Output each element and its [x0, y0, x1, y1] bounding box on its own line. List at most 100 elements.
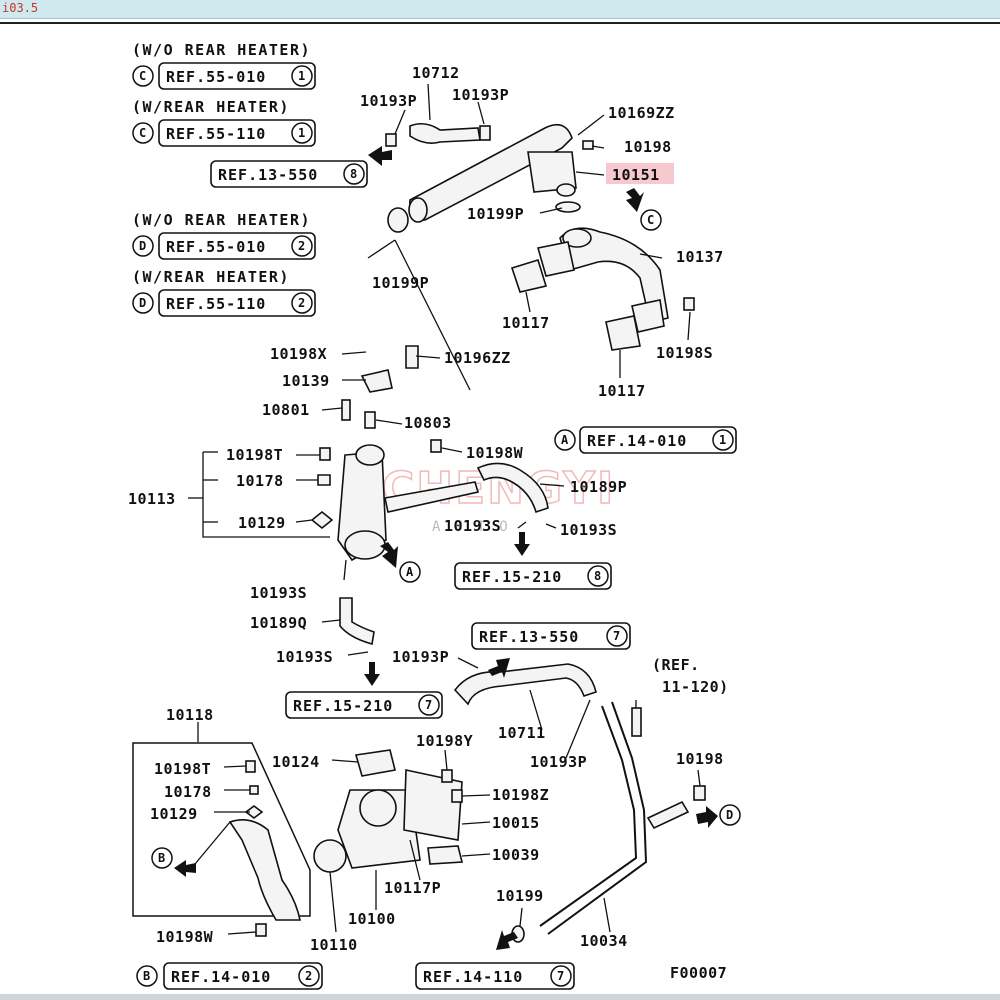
part-label[interactable]: 10196ZZ — [444, 349, 511, 367]
part-label[interactable]: 10118 — [166, 706, 214, 724]
ref-box-55-010-2[interactable]: D REF.55-010 2 — [132, 232, 316, 260]
pump-10100-drawing — [313, 749, 464, 873]
svg-text:D: D — [726, 808, 733, 822]
callout-c[interactable]: C — [640, 209, 662, 231]
part-label[interactable]: 10803 — [404, 414, 452, 432]
part-label[interactable]: 10178 — [236, 472, 284, 490]
callout-b[interactable]: B — [151, 847, 173, 869]
arrow-right-icon — [626, 188, 644, 212]
ref-box-14-110-7[interactable]: REF.14-110 7 — [415, 962, 575, 990]
part-label[interactable]: 10039 — [492, 846, 540, 864]
part-label[interactable]: 10198W — [156, 928, 214, 946]
ref-note-line2: 11-120) — [662, 678, 729, 696]
part-label[interactable]: 10801 — [262, 401, 310, 419]
arrow-down-icon — [364, 662, 380, 686]
arrow-left-icon — [368, 146, 392, 166]
part-label[interactable]: 10169ZZ — [608, 104, 675, 122]
svg-text:7: 7 — [425, 698, 432, 712]
callout-a[interactable]: A — [399, 561, 421, 583]
part-label[interactable]: 10198S — [656, 344, 713, 362]
svg-text:REF.15-210: REF.15-210 — [462, 568, 562, 586]
part-label[interactable]: 10193P — [392, 648, 449, 666]
part-label[interactable]: 10198T — [154, 760, 211, 778]
svg-text:A: A — [561, 433, 569, 447]
svg-text:2: 2 — [305, 969, 312, 983]
svg-text:REF.13-550: REF.13-550 — [218, 166, 318, 184]
part-label[interactable]: 10712 — [412, 64, 460, 82]
part-label[interactable]: 10151 — [612, 166, 660, 184]
part-label[interactable]: 10189P — [570, 478, 627, 496]
part-label[interactable]: 10100 — [348, 910, 396, 928]
svg-text:C: C — [139, 69, 146, 83]
part-label[interactable]: 10110 — [310, 936, 358, 954]
ref-box-14-010-1[interactable]: A REF.14-010 1 — [554, 426, 737, 454]
callout-d[interactable]: D — [719, 804, 741, 826]
svg-text:REF.14-010: REF.14-010 — [587, 432, 687, 450]
svg-text:B: B — [158, 851, 165, 865]
part-label[interactable]: 10015 — [492, 814, 540, 832]
part-label[interactable]: 10034 — [580, 932, 628, 950]
arrow-down-left-icon — [496, 930, 518, 950]
hose-10189P-drawing — [476, 462, 549, 514]
part-label[interactable]: 10137 — [676, 248, 724, 266]
part-label[interactable]: 10117P — [384, 879, 441, 897]
part-label[interactable]: 10193S — [444, 517, 501, 535]
part-label[interactable]: 10193S — [560, 521, 617, 539]
part-label[interactable]: 10139 — [282, 372, 330, 390]
part-label[interactable]: 10198Y — [416, 732, 473, 750]
part-label[interactable]: 10193P — [452, 86, 509, 104]
part-label[interactable]: 10199 — [496, 887, 544, 905]
part-label[interactable]: 10193S — [276, 648, 333, 666]
part-label[interactable]: 10198 — [624, 138, 672, 156]
ref-box-55-010-1[interactable]: C REF.55-010 1 — [132, 62, 316, 90]
header-w-rear-heater-1: (W/REAR HEATER) — [132, 98, 290, 116]
part-label[interactable]: 10117 — [598, 382, 646, 400]
part-label[interactable]: 10199P — [372, 274, 429, 292]
svg-text:2: 2 — [298, 296, 305, 310]
svg-text:REF.15-210: REF.15-210 — [293, 697, 393, 715]
part-label[interactable]: 10198T — [226, 446, 283, 464]
svg-text:REF.14-110: REF.14-110 — [423, 968, 523, 986]
part-label[interactable]: 10711 — [498, 724, 546, 742]
part-label[interactable]: 10198Z — [492, 786, 549, 804]
svg-text:8: 8 — [350, 167, 357, 181]
part-labels: 10712 10193P 10193P 10169ZZ 10198 10151 … — [128, 64, 729, 982]
part-label[interactable]: 10198W — [466, 444, 524, 462]
part-label[interactable]: 10193S — [250, 584, 307, 602]
header-wo-rear-heater-2: (W/O REAR HEATER) — [132, 211, 311, 229]
ref-note-line1: (REF. — [652, 656, 700, 674]
part-label[interactable]: 10129 — [238, 514, 286, 532]
header-wo-rear-heater-1: (W/O REAR HEATER) — [132, 41, 311, 59]
ref-box-55-110-1[interactable]: C REF.55-110 1 — [132, 119, 316, 147]
part-label[interactable]: 10198X — [270, 345, 327, 363]
svg-text:REF.55-110: REF.55-110 — [166, 295, 266, 313]
svg-text:REF.14-010: REF.14-010 — [171, 968, 271, 986]
part-label[interactable]: 10113 — [128, 490, 176, 508]
ref-box-14-010-2[interactable]: B REF.14-010 2 — [136, 962, 323, 990]
svg-text:B: B — [143, 969, 150, 983]
part-label[interactable]: 10189Q — [250, 614, 307, 632]
ref-box-55-110-2[interactable]: D REF.55-110 2 — [132, 289, 316, 317]
part-label[interactable]: 10124 — [272, 753, 320, 771]
ref-box-15-210-7[interactable]: REF.15-210 7 — [285, 691, 443, 719]
part-label[interactable]: 10198 — [676, 750, 724, 768]
svg-text:C: C — [647, 213, 654, 227]
window-title-bar: i03.5 — [0, 0, 1000, 19]
oring-10199P-drawing — [387, 207, 409, 233]
ref-box-13-550-7[interactable]: REF.13-550 7 — [471, 622, 631, 650]
part-label[interactable]: 10117 — [502, 314, 550, 332]
svg-text:REF.55-010: REF.55-010 — [166, 238, 266, 256]
part-label[interactable]: 10193P — [530, 753, 587, 771]
ref-box-13-550-8[interactable]: REF.13-550 8 — [210, 160, 368, 188]
arrow-icons — [174, 146, 718, 950]
part-label[interactable]: 10178 — [164, 783, 212, 801]
svg-text:C: C — [139, 126, 146, 140]
part-label[interactable]: 10193P — [360, 92, 417, 110]
svg-text:7: 7 — [557, 969, 564, 983]
ref-box-15-210-8[interactable]: REF.15-210 8 — [454, 562, 612, 590]
svg-text:REF.13-550: REF.13-550 — [479, 628, 579, 646]
part-label[interactable]: 10199P — [467, 205, 524, 223]
arrow-right-icon — [696, 806, 718, 828]
part-label[interactable]: 10129 — [150, 805, 198, 823]
svg-text:A: A — [406, 565, 414, 579]
